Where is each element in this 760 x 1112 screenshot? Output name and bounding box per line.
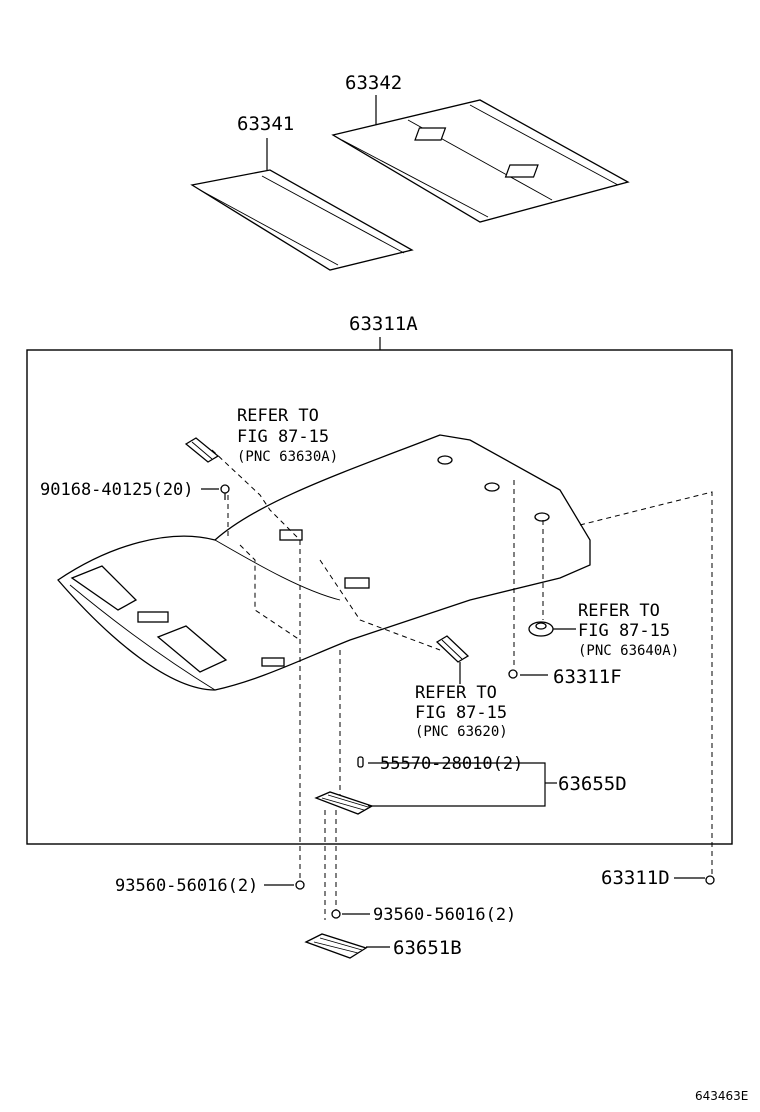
svg-text:(PNC 63630A): (PNC 63630A) <box>237 449 338 465</box>
part-label-63342: 63342 <box>345 72 402 94</box>
pad-63342 <box>331 99 630 223</box>
cover-63651B <box>304 933 368 959</box>
refer-note-63630A: REFER TO FIG 87-15 (PNC 63630A) <box>237 406 338 465</box>
pad-63341 <box>190 169 414 271</box>
part-label-63311D: 63311D <box>601 867 670 889</box>
screw-icon <box>331 909 341 919</box>
screw-icon <box>220 484 230 500</box>
screw-icon <box>705 875 715 885</box>
svg-text:REFER TO: REFER TO <box>415 683 497 703</box>
assembly-frame <box>26 349 733 845</box>
headliner-body <box>57 434 591 691</box>
cover-63655D <box>314 791 374 815</box>
clip-icon <box>528 621 554 637</box>
svg-text:(PNC 63620): (PNC 63620) <box>415 724 508 740</box>
part-label-63651B: 63651B <box>393 937 462 959</box>
refer-note-63620: REFER TO FIG 87-15 (PNC 63620) <box>415 683 508 740</box>
svg-text:FIG 87-15: FIG 87-15 <box>578 621 670 641</box>
svg-text:FIG 87-15: FIG 87-15 <box>415 703 507 723</box>
part-label-63311F: 63311F <box>553 666 622 688</box>
part-label-93560-b: 93560-56016(2) <box>373 905 516 925</box>
part-label-63655D: 63655D <box>558 773 627 795</box>
svg-text:FIG 87-15: FIG 87-15 <box>237 427 329 447</box>
part-label-63311A: 63311A <box>349 313 418 335</box>
svg-text:(PNC 63640A): (PNC 63640A) <box>578 643 679 659</box>
part-label-55570: 55570-28010(2) <box>380 754 523 774</box>
clip-icon <box>184 437 220 463</box>
refer-note-63640A: REFER TO FIG 87-15 (PNC 63640A) <box>578 601 679 659</box>
svg-text:REFER TO: REFER TO <box>237 406 319 426</box>
screw-icon <box>295 880 305 890</box>
part-label-90168: 90168-40125(20) <box>40 480 194 500</box>
screw-icon <box>508 669 518 679</box>
figure-id: 643463E <box>695 1089 748 1103</box>
part-label-93560-a: 93560-56016(2) <box>115 876 258 896</box>
screw-icon <box>357 756 364 768</box>
part-label-63341: 63341 <box>237 113 294 135</box>
clip-icon <box>435 635 470 663</box>
svg-text:REFER TO: REFER TO <box>578 601 660 621</box>
